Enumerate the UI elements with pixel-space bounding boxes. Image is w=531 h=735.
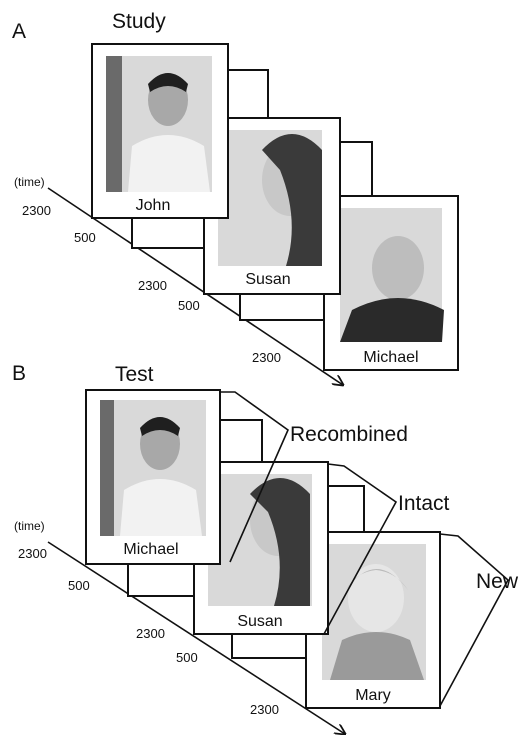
panel-a-face-card-michael: Michael [323,195,459,371]
panel-a-duration-2: 500 [74,230,96,245]
condition-label-recombined: Recombined [290,423,408,446]
panel-b-time-arrow [47,541,345,734]
panel-b: B Test (time) 2300 500 2300 500 2300 Mar… [12,362,519,734]
bracket-recombined [220,391,289,563]
panel-a-time-arrow [47,187,343,385]
panel-b-face-name-1: Michael [123,541,178,558]
panel-a: A Study (time) 2300 500 2300 500 2300 Mi… [12,10,459,385]
bracket-new [439,533,510,707]
panel-b-duration-5: 2300 [250,702,279,717]
panel-b-duration-3: 2300 [136,626,165,641]
panel-a-face-card-john: John [91,43,229,219]
panel-a-time-label: (time) [14,175,45,189]
panel-a-face-name-2: Susan [245,271,290,288]
panel-a-duration-1: 2300 [22,203,51,218]
bracket-intact [323,463,398,635]
panel-a-duration-5: 2300 [252,350,281,365]
panel-b-duration-2: 500 [68,578,90,593]
panel-a-duration-3: 2300 [138,278,167,293]
panel-b-face-card-michael: Michael [85,389,221,565]
panel-a-title: Study [112,10,166,33]
panel-a-duration-4: 500 [178,298,200,313]
panel-b-duration-4: 500 [176,650,198,665]
panel-b-face-name-3: Mary [355,687,391,704]
panel-b-face-name-2: Susan [237,613,282,630]
condition-label-new: New [476,570,519,593]
condition-label-intact: Intact [398,492,450,515]
panel-b-title: Test [115,363,154,386]
panel-a-face-name-3: Michael [363,349,418,366]
panel-a-letter: A [12,20,26,43]
panel-b-time-label: (time) [14,519,45,533]
panel-b-letter: B [12,362,26,385]
panel-a-face-name-1: John [136,197,171,214]
panel-b-duration-1: 2300 [18,546,47,561]
